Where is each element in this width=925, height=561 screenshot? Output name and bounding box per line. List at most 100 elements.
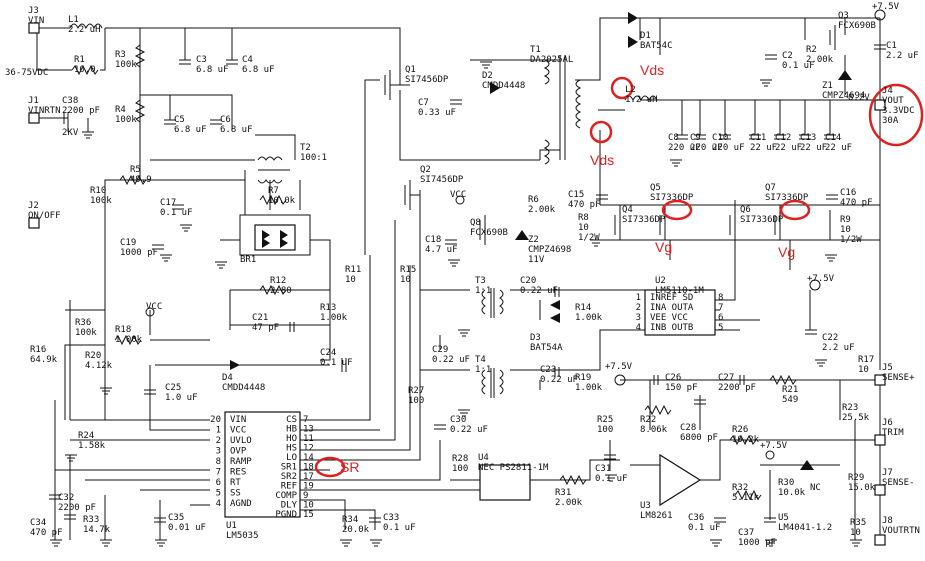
j1-pin bbox=[28, 112, 40, 124]
component-value-r28: 100 bbox=[452, 464, 468, 474]
component-value-r35: 10 bbox=[850, 528, 861, 538]
u2-pin-name: VEE VCC bbox=[650, 313, 688, 323]
connector-ref-j8: J8 bbox=[882, 516, 893, 526]
u1-pin-name-right: SR2 bbox=[281, 472, 297, 482]
component-ref-q5: Q5 bbox=[650, 183, 661, 193]
d2-symbol bbox=[490, 82, 500, 94]
input-range-label: 36-75VDC bbox=[5, 68, 48, 78]
component-ref-c6: C6 bbox=[220, 115, 231, 125]
component-value-c38_rating: 2KV bbox=[62, 128, 79, 138]
u1-pin-name-right: LO bbox=[286, 453, 297, 463]
annotation-vds: Vds bbox=[590, 152, 614, 168]
component-ref-q8: Q8 bbox=[470, 218, 481, 228]
connector-label-j5: SENSE+ bbox=[882, 373, 915, 383]
component-value-c14: 22 uF bbox=[825, 143, 852, 153]
j8-pin bbox=[874, 534, 886, 546]
component-value-r8_w: 1/2W bbox=[578, 233, 600, 243]
component-value-c23: 0.22 uF bbox=[540, 375, 578, 385]
component-ref-r9: R9 bbox=[840, 215, 851, 225]
u2-pin-num-right: 7 bbox=[718, 303, 723, 313]
u1-pin-num-left: 7 bbox=[216, 468, 221, 478]
l2-symbol bbox=[624, 95, 658, 102]
component-value-c20: 0.22 uF bbox=[520, 286, 558, 296]
z2-symbol bbox=[515, 230, 529, 240]
u1-pin-name-left: OVP bbox=[230, 447, 247, 457]
component-value-z1_v: 8.2V bbox=[848, 93, 870, 103]
component-ref-br1: BR1 bbox=[240, 255, 256, 265]
component-value-c19: 1000 pF bbox=[120, 248, 158, 258]
component-ref-c14: C14 bbox=[825, 133, 841, 143]
vcc-label-r18: VCC bbox=[146, 302, 162, 312]
component-value-r14: 1.00k bbox=[575, 313, 603, 323]
component-ref-q6: Q6 bbox=[740, 205, 751, 215]
component-value-t1: DA2025AL bbox=[530, 55, 573, 65]
annotation-sr: SR bbox=[340, 459, 359, 475]
component-ref-c3: C3 bbox=[196, 55, 207, 65]
component-value-r9: 10 bbox=[840, 225, 851, 235]
r31-symbol bbox=[559, 474, 587, 486]
u1-pin-name-left: VCC bbox=[230, 426, 246, 436]
component-ref-q1: Q1 bbox=[405, 65, 416, 75]
component-ref-u2: U2 bbox=[655, 276, 666, 286]
component-ref-c10: C10 bbox=[712, 133, 728, 143]
vg-marker-right bbox=[779, 199, 811, 221]
component-value-q7: SI7336DP bbox=[765, 193, 809, 203]
component-value-d2: CMDD4448 bbox=[482, 81, 525, 91]
component-ref-t1: T1 bbox=[530, 45, 541, 55]
component-value-r21: 549 bbox=[782, 395, 798, 405]
mosfet-glyphs bbox=[384, 25, 836, 245]
component-value-u2: LM5110-1M bbox=[655, 286, 704, 296]
component-value-r36: 100k bbox=[75, 328, 97, 338]
component-value-z1: CMPZ4694 bbox=[822, 91, 865, 101]
component-value-r10: 100k bbox=[90, 196, 112, 206]
component-value-c17: 0.1 uF bbox=[160, 208, 193, 218]
connector-ref-j6: J6 bbox=[882, 418, 893, 428]
z1-symbol bbox=[838, 70, 852, 80]
component-ref-c2: C2 bbox=[782, 51, 793, 61]
connector-ref-j7: J7 bbox=[882, 468, 893, 478]
connector-ref-j2: J2 bbox=[28, 201, 39, 211]
component-value-r26: 10.2k bbox=[732, 435, 760, 445]
connector-ref-j4: J4 bbox=[882, 86, 893, 96]
wire-net bbox=[36, 17, 881, 540]
vds-marker-upper bbox=[610, 76, 634, 100]
component-ref-l2: L2 bbox=[625, 85, 636, 95]
component-ref-c11: C11 bbox=[750, 133, 766, 143]
u1-pin-name-left: AGND bbox=[230, 499, 252, 509]
u1-pin-name-right: HO bbox=[286, 434, 297, 444]
component-value-z2: CMPZ4698 bbox=[528, 245, 571, 255]
connector-label-j6: TRIM bbox=[882, 428, 904, 438]
component-value-r23: 25.5k bbox=[842, 413, 870, 423]
u1-pin-num-right: 7 bbox=[303, 415, 308, 425]
connector-label-j8: VOUTRTN bbox=[882, 526, 920, 536]
u2-pin-num-right: 6 bbox=[718, 313, 723, 323]
component-value-r7: 10.0k bbox=[268, 196, 296, 206]
component-value-c21: 47 pF bbox=[252, 323, 279, 333]
component-ref-l1: L1 bbox=[68, 15, 79, 25]
component-value-c1: 2.2 uF bbox=[886, 51, 919, 61]
r32-symbol bbox=[734, 489, 762, 501]
component-ref-r23: R23 bbox=[842, 403, 858, 413]
component-value-c31: 0.1 uF bbox=[595, 474, 628, 484]
component-value-r11: 10 bbox=[345, 275, 356, 285]
component-ref-c21: C21 bbox=[252, 313, 268, 323]
component-value-c35: 0.01 uF bbox=[168, 523, 206, 533]
component-ref-q4: Q4 bbox=[622, 205, 633, 215]
connector-ref-j3: J3 bbox=[28, 6, 39, 16]
component-ref-c12: C12 bbox=[775, 133, 791, 143]
component-value-r19: 1.00k bbox=[575, 383, 603, 393]
component-ref-r30: R30 bbox=[778, 478, 794, 488]
u1-pin-num-left: 8 bbox=[216, 457, 221, 467]
j4-pin bbox=[874, 99, 886, 111]
component-value-q1: SI7456DP bbox=[405, 75, 449, 85]
u1-pin-name-right: HB bbox=[286, 425, 297, 435]
u1-pin-num-left: 3 bbox=[216, 447, 221, 457]
component-value-q5: SI7336DP bbox=[650, 193, 694, 203]
component-ref-c1: C1 bbox=[886, 41, 897, 51]
component-ref-c30: C30 bbox=[450, 415, 466, 425]
component-ref-c9: C9 bbox=[690, 133, 701, 143]
component-ref-d1: D1 bbox=[640, 31, 651, 41]
component-value-r29: 15.0k bbox=[848, 483, 876, 493]
annotation-vds: Vds bbox=[640, 62, 664, 78]
transformer-t2 bbox=[257, 156, 290, 184]
